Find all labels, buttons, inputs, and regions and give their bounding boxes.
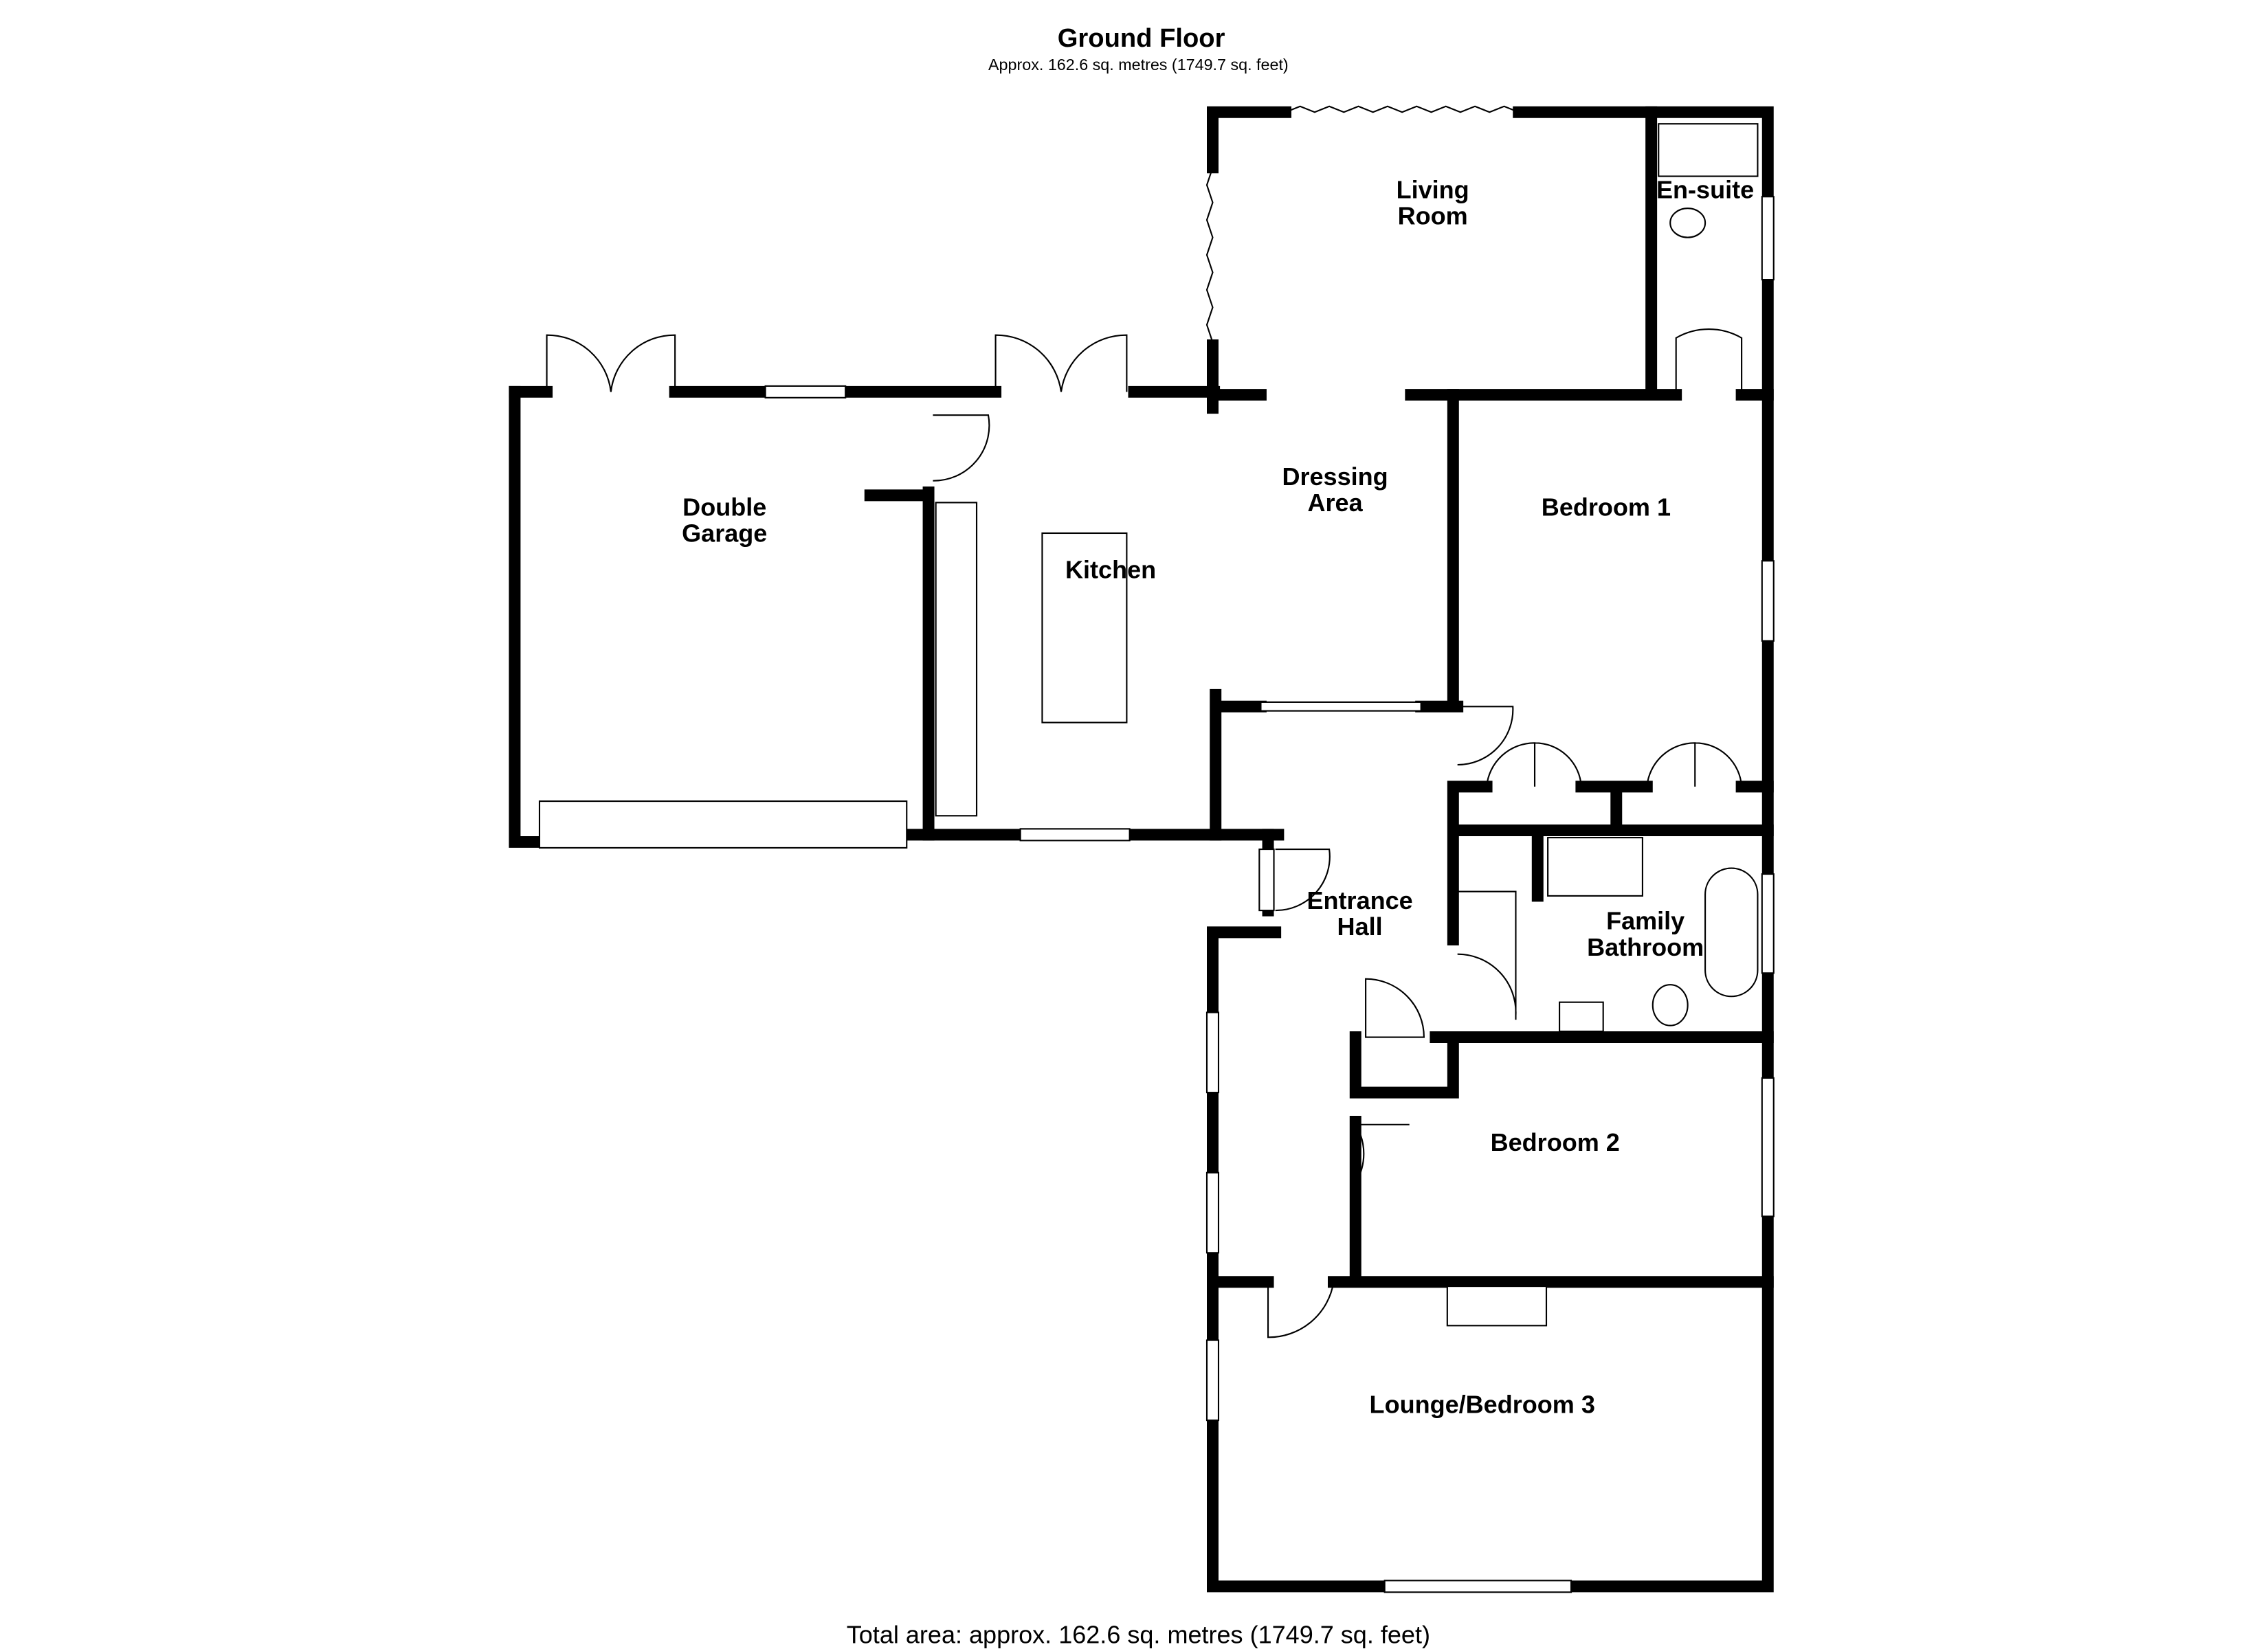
windows [538,196,1775,1593]
kitchen-counter [935,502,978,817]
garage-door [538,800,908,849]
room-label-lounge-bedroom-3: Lounge/Bedroom 3 [1370,1391,1595,1419]
kitchen-island [1041,532,1128,723]
plan-title: Ground Floor [1058,23,1225,53]
room-label-bedroom-1: Bedroom 1 [1542,493,1671,521]
bifold-door-side [1205,167,1214,343]
bathroom-shower [1547,837,1643,897]
doors [546,328,1743,1338]
walls [509,106,1774,1593]
ensuite-toilet [1669,207,1706,238]
room-label-en-suite: En-suite [1656,175,1754,203]
plan-subtitle: Approx. 162.6 sq. metres (1749.7 sq. fee… [988,56,1289,74]
fireplace [1446,1286,1548,1327]
room-label-kitchen: Kitchen [1065,556,1156,584]
bathroom-sink [1559,1001,1604,1033]
bifold-door-top [1285,105,1520,113]
bathtub [1704,867,1759,998]
bathroom-toilet [1652,984,1689,1027]
ensuite-shower [1658,123,1759,177]
room-label-bedroom-2: Bedroom 2 [1491,1128,1620,1156]
fixtures [935,105,1759,1327]
total-area: Total area: approx. 162.6 sq. metres (17… [847,1621,1430,1649]
